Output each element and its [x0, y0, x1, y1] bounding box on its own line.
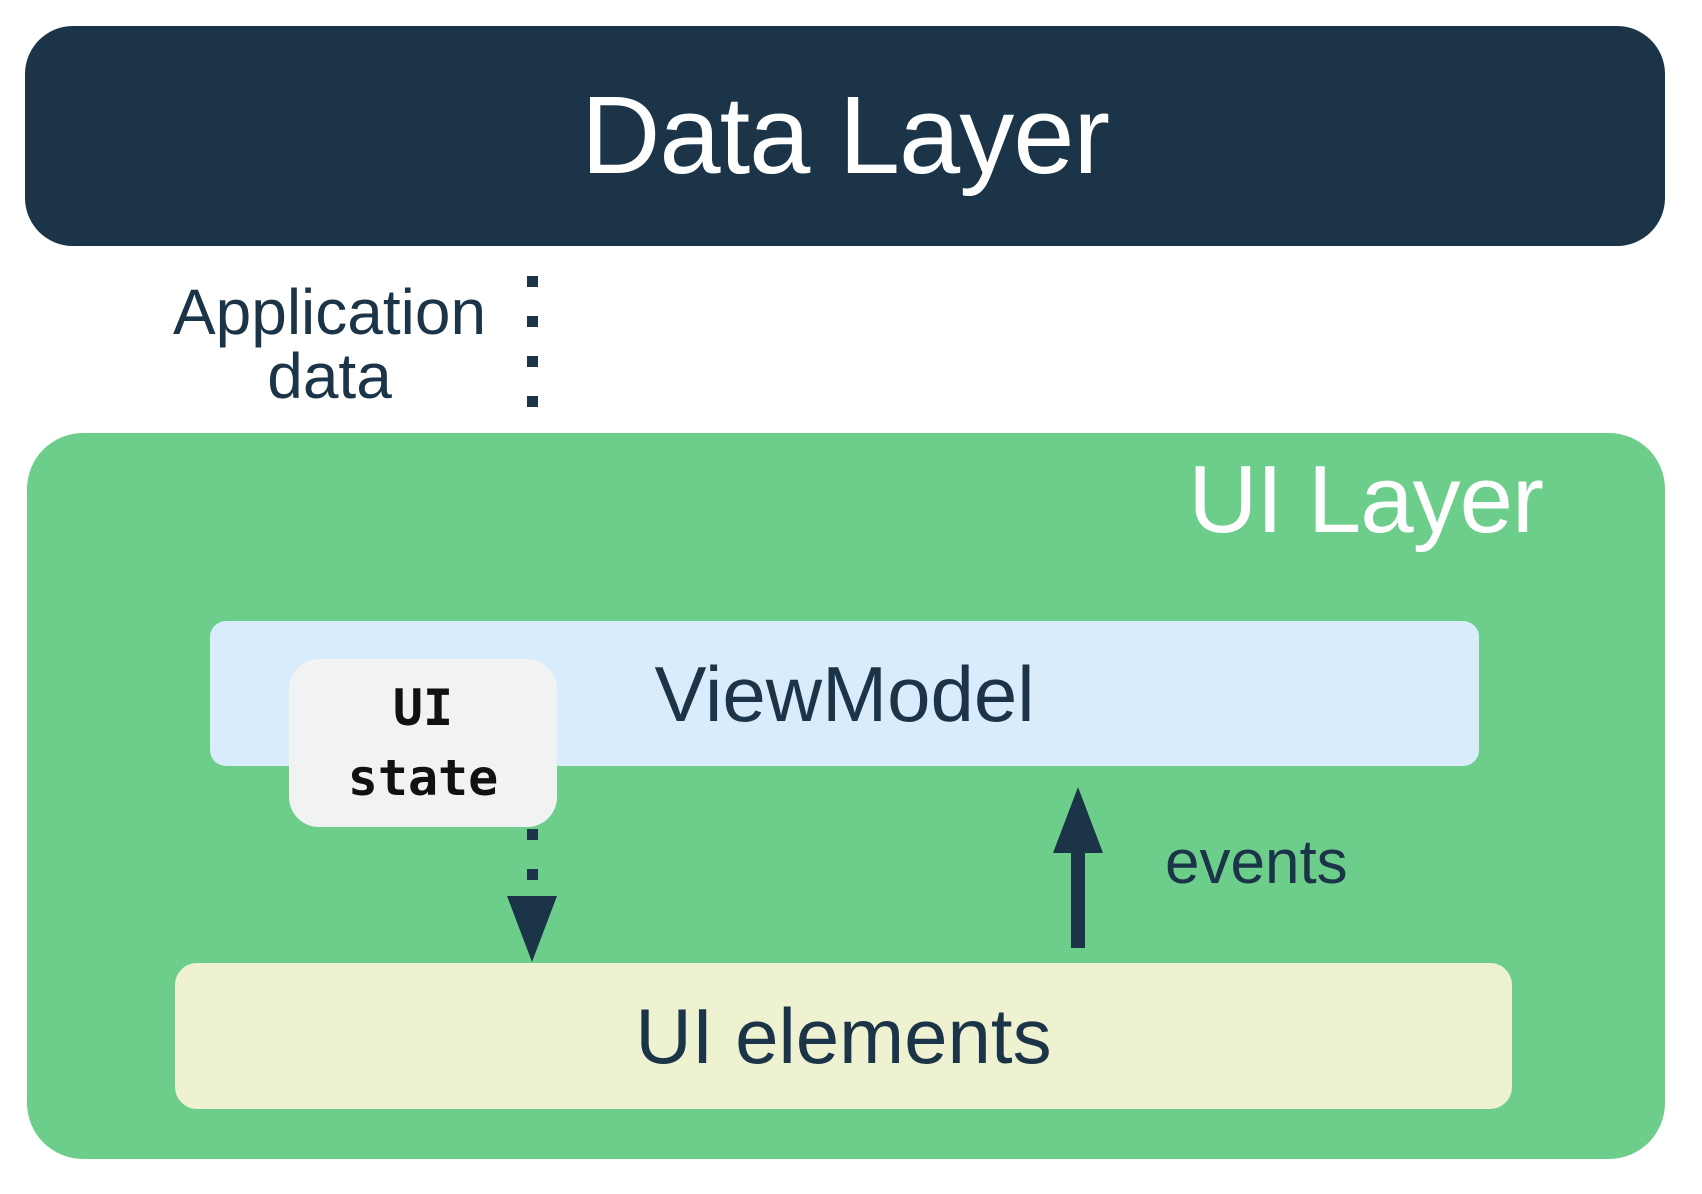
ui-state-badge: UI state	[289, 659, 557, 827]
arrow-down-icon	[507, 896, 557, 962]
ui-state-dotted-line	[527, 829, 538, 881]
application-data-edge-label: Application data	[132, 280, 527, 408]
ui-elements-box: UI elements	[175, 963, 1512, 1109]
ui-state-label-line1: UI	[392, 679, 454, 737]
application-data-label-line1: Application	[172, 276, 487, 348]
arrow-up-icon	[1053, 787, 1103, 853]
ui-layer-label: UI Layer	[1188, 446, 1544, 553]
data-layer-box: Data Layer	[25, 26, 1665, 246]
viewmodel-label: ViewModel	[654, 649, 1035, 738]
events-edge-label: events	[1165, 828, 1348, 897]
ui-state-label-line2: state	[347, 749, 499, 807]
application-data-dotted-line	[527, 276, 538, 528]
application-data-label-line2: data	[267, 340, 392, 412]
events-arrow-shaft	[1071, 848, 1085, 948]
data-layer-label: Data Layer	[580, 74, 1110, 197]
ui-elements-label: UI elements	[635, 992, 1052, 1080]
